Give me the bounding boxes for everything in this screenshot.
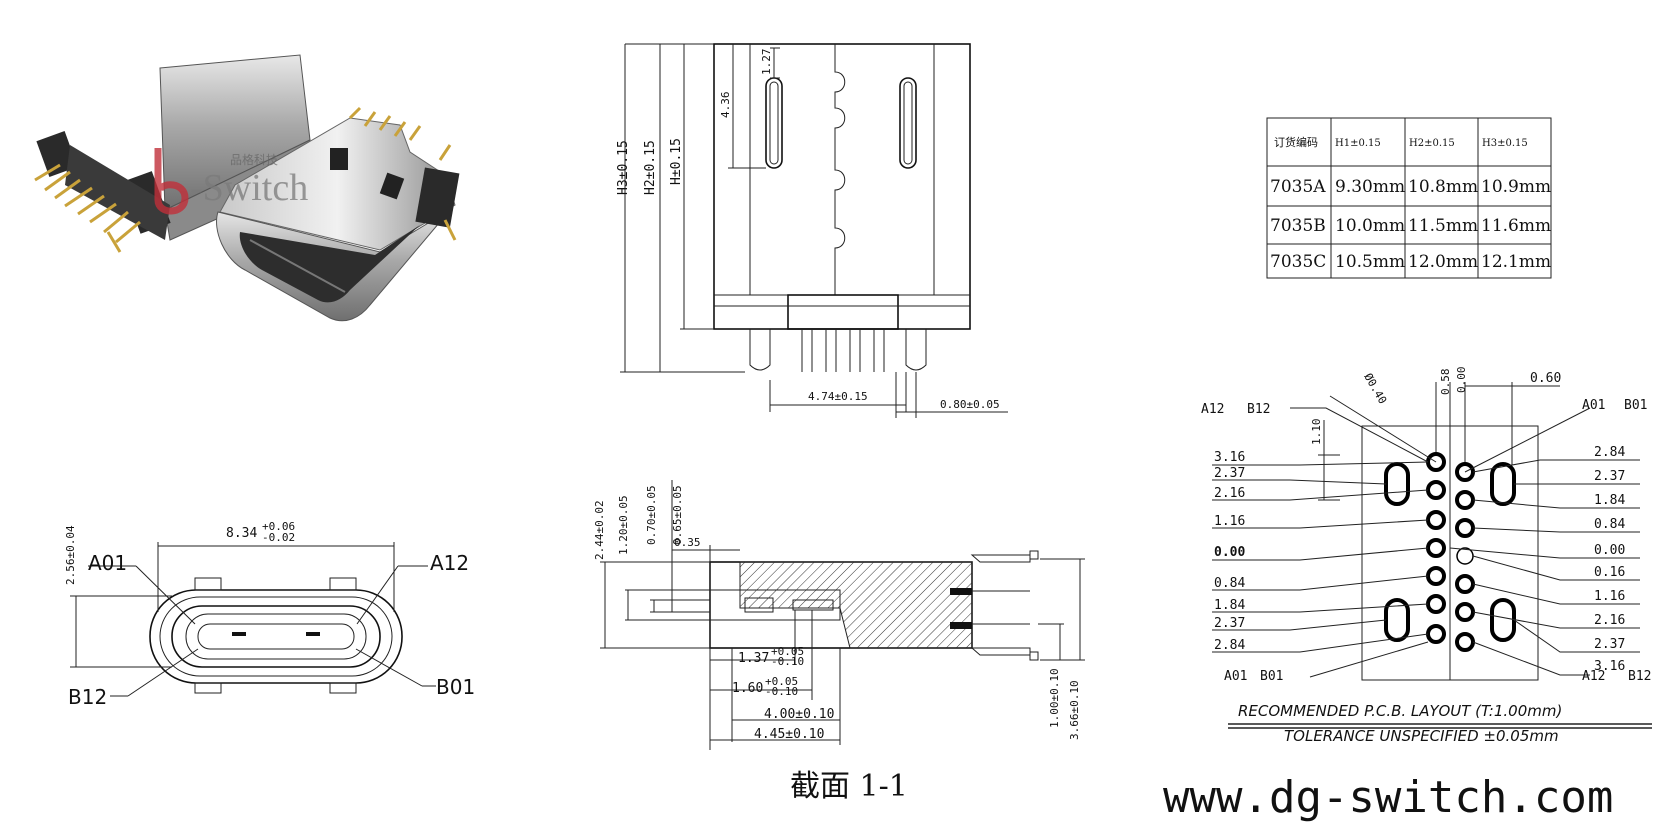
pcb-right-dim: 2.84 [1594, 445, 1625, 460]
pcb-left-dim: 0.84 [1214, 576, 1245, 591]
pcb-label-a12-top: A12 [1201, 402, 1224, 417]
dim-1-00: 1.00±0.10 [1048, 668, 1061, 728]
dim-0-70: 0.70±0.05 [645, 485, 658, 545]
dim-1-37-dn: -0.10 [771, 655, 804, 668]
pcb-right-dim: 3.16 [1594, 659, 1625, 674]
th-order-code: 订货编码 [1274, 135, 1318, 149]
pcb-right-dim: 0.84 [1594, 517, 1625, 532]
dim-h: H±0.15 [669, 138, 684, 185]
watermark-logo-icon [154, 148, 189, 215]
table-cell: 10.9mm [1481, 177, 1551, 197]
section-view: 2.44±0.02 1.20±0.05 0.70±0.05 0.65±0.05 … [593, 480, 1085, 804]
table-cell: 7035A [1270, 177, 1326, 197]
dim-height: 2.56±0.04 [64, 525, 77, 585]
dim-1-20: 1.20±0.05 [617, 495, 630, 555]
watermark-text: -Switch [190, 167, 308, 209]
pcb-right-dim: 2.16 [1594, 613, 1625, 628]
pcb-left-dim: 2.37 [1214, 466, 1245, 481]
pcb-label-b01-top: B01 [1624, 398, 1647, 413]
dim-pin: 0.80±0.05 [940, 398, 1000, 411]
table-cell: 11.5mm [1408, 216, 1478, 236]
dim-width-tol-up: +0.06 [262, 520, 295, 533]
dim-2-44: 2.44±0.02 [593, 500, 606, 560]
dim-h3: H3±0.15 [616, 140, 631, 195]
table-cell: 10.0mm [1335, 216, 1405, 236]
dim-1-27: 1.27 [760, 49, 773, 76]
pcb-label-b12-top: B12 [1247, 402, 1270, 417]
dim-h2: H2±0.15 [643, 140, 658, 195]
label-b12: B12 [68, 685, 107, 709]
pcb-left-dim: 0.00 [1214, 545, 1245, 560]
label-a01: A01 [88, 551, 127, 575]
order-table: 订货编码 H1±0.15 H2±0.15 H3±0.15 7035A 9.30m… [1266, 117, 1552, 279]
pcb-left-dim: 1.16 [1214, 514, 1245, 529]
pcb-title: RECOMMENDED P.C.B. LAYOUT (T:1.00mm) [1238, 702, 1562, 720]
th-h2: H2±0.15 [1409, 138, 1455, 149]
pcb-left-dim: 2.84 [1214, 638, 1245, 653]
th-h3: H3±0.15 [1482, 138, 1528, 149]
pcb-right-dim: 2.37 [1594, 637, 1625, 652]
connector-front [106, 106, 460, 322]
table-cell: 7035C [1270, 252, 1326, 272]
table-cell: 10.8mm [1408, 177, 1478, 197]
dim-4-00: 4.00±0.10 [764, 707, 834, 722]
dim-phi: Ø0.40 [1361, 371, 1389, 406]
watermark-cn: 品格科技 [230, 152, 278, 167]
table-cell: 12.1mm [1481, 252, 1551, 272]
dim-width: 8.34 [226, 526, 257, 541]
table-cell: 7035B [1270, 216, 1326, 236]
pcb-right-dim: 0.16 [1594, 565, 1625, 580]
table-cell: 10.5mm [1335, 252, 1405, 272]
table-cell: 9.30mm [1335, 177, 1405, 197]
dim-pitch: 4.74±0.15 [808, 390, 868, 403]
dim-0-58: 0.58 [1439, 369, 1452, 396]
dim-1-60-up: +0.05 [765, 675, 798, 688]
dim-0-35: 0.35 [674, 536, 701, 549]
pcb-left-dim: 2.37 [1214, 616, 1245, 631]
dim-4-36: 4.36 [719, 92, 732, 119]
dim-3-66: 3.66±0.10 [1068, 680, 1081, 740]
pcb-layout: A12 B12 A01 B01 A01 B01 A12 B12 Ø0.40 0.… [1201, 367, 1652, 745]
table-cell: 11.6mm [1481, 216, 1551, 236]
label-b01: B01 [436, 675, 475, 699]
dim-1-37: 1.37 [738, 651, 769, 666]
dim-1-10: 1.10 [1310, 419, 1323, 446]
pcb-label-b01-bottom: B01 [1260, 669, 1283, 684]
dim-1-60: 1.60 [732, 681, 763, 696]
website-url: www.dg-switch.com [1163, 772, 1613, 823]
dim-1-60-dn: -0.10 [765, 685, 798, 698]
pcb-label-a12-bottom: A12 [1582, 669, 1605, 684]
dim-1-37-up: +0.05 [771, 645, 804, 658]
th-h1: H1±0.15 [1335, 138, 1381, 149]
pcb-left-dim: 1.84 [1214, 598, 1245, 613]
dim-4-45: 4.45±0.10 [754, 727, 824, 742]
pcb-right-dim: 2.37 [1594, 469, 1625, 484]
pcb-label-a01-top: A01 [1582, 398, 1605, 413]
pcb-label-b12-bottom: B12 [1628, 669, 1651, 684]
pcb-label-a01-bottom: A01 [1224, 669, 1247, 684]
pcb-right-dim: 0.00 [1594, 543, 1625, 558]
dim-0-60: 0.60 [1530, 371, 1561, 386]
pcb-left-dim: 3.16 [1214, 450, 1245, 465]
label-a12: A12 [430, 551, 469, 575]
front-view: 8.34 +0.06 -0.02 2.56±0.04 A01 A12 B12 B… [64, 520, 475, 709]
table-cell: 12.0mm [1408, 252, 1478, 272]
product-photo: -Switch 品格科技 [34, 54, 460, 322]
pcb-right-dim: 1.84 [1594, 493, 1625, 508]
dim-0-00-top: 0.00 [1455, 367, 1468, 394]
pcb-tolerance: TOLERANCE UNSPECIFIED ±0.05mm [1284, 727, 1559, 745]
section-caption: 截面 1-1 [790, 769, 908, 804]
dim-0-65: 0.65±0.05 [671, 485, 684, 545]
pcb-left-dim: 2.16 [1214, 486, 1245, 501]
dim-width-tol-dn: -0.02 [262, 531, 295, 544]
side-view: H3±0.15 H2±0.15 H±0.15 4.36 1.27 4.74±0.… [616, 43, 1008, 418]
pcb-right-dim: 1.16 [1594, 589, 1625, 604]
